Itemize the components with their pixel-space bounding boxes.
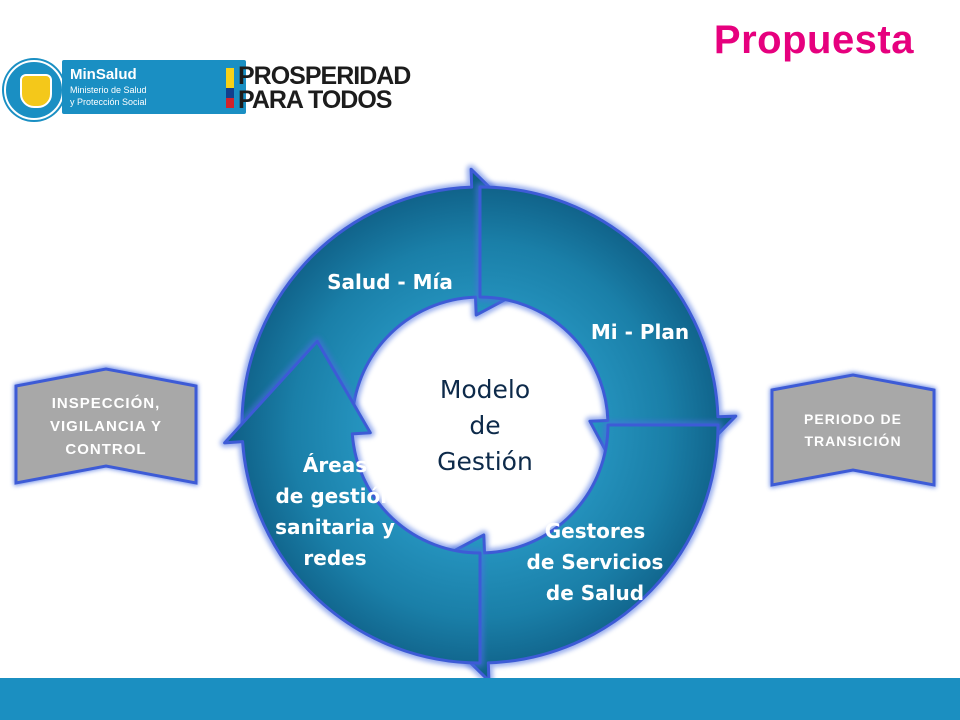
center-disc: [354, 299, 606, 551]
segment-label-areas: Áreas de gestión sanitaria y redes: [275, 453, 395, 570]
prosperidad-line-1: PROSPERIDAD: [238, 62, 411, 90]
segment-label-salud-mia: Salud - Mía: [327, 270, 453, 294]
periodo-line-2: TRANSICIÓN: [804, 433, 902, 449]
prosperidad-line-2: PARA TODOS: [238, 86, 392, 114]
periodo-transicion-box: PERIODO DE TRANSICIÓN: [764, 366, 942, 494]
minsalud-subtitle-2: y Protección Social: [70, 97, 147, 107]
colombia-seal-icon: [4, 60, 64, 120]
prosperidad-logo: PROSPERIDAD PARA TODOS: [238, 62, 411, 114]
logo-area: MinSalud Ministerio de Salud y Protecció…: [0, 60, 420, 120]
minsalud-logo: MinSalud Ministerio de Salud y Protecció…: [62, 60, 246, 114]
minsalud-subtitle-1: Ministerio de Salud: [70, 85, 147, 95]
page-title: Propuesta: [713, 18, 914, 62]
segment-label-gestores: Gestores de Servicios de Salud: [526, 519, 664, 605]
inspeccion-box: INSPECCIÓN, VIGILANCIA Y CONTROL: [8, 360, 204, 492]
center-label: Modelo de Gestión: [405, 372, 565, 480]
inspeccion-line-2: VIGILANCIA Y: [49, 417, 162, 435]
segment-areas: [223, 339, 482, 665]
footer-bar: [0, 678, 960, 720]
center-line-1: Modelo: [439, 375, 531, 404]
flag-icon: [226, 68, 234, 108]
center-line-2: de: [469, 411, 501, 440]
inspeccion-line-1: INSPECCIÓN,: [51, 394, 161, 412]
segment-label-mi-plan: Mi - Plan: [590, 320, 690, 344]
center-line-3: Gestión: [437, 447, 533, 476]
periodo-line-1: PERIODO DE: [804, 411, 902, 427]
inspeccion-line-3: CONTROL: [65, 440, 147, 458]
minsalud-name: MinSalud: [70, 66, 137, 83]
